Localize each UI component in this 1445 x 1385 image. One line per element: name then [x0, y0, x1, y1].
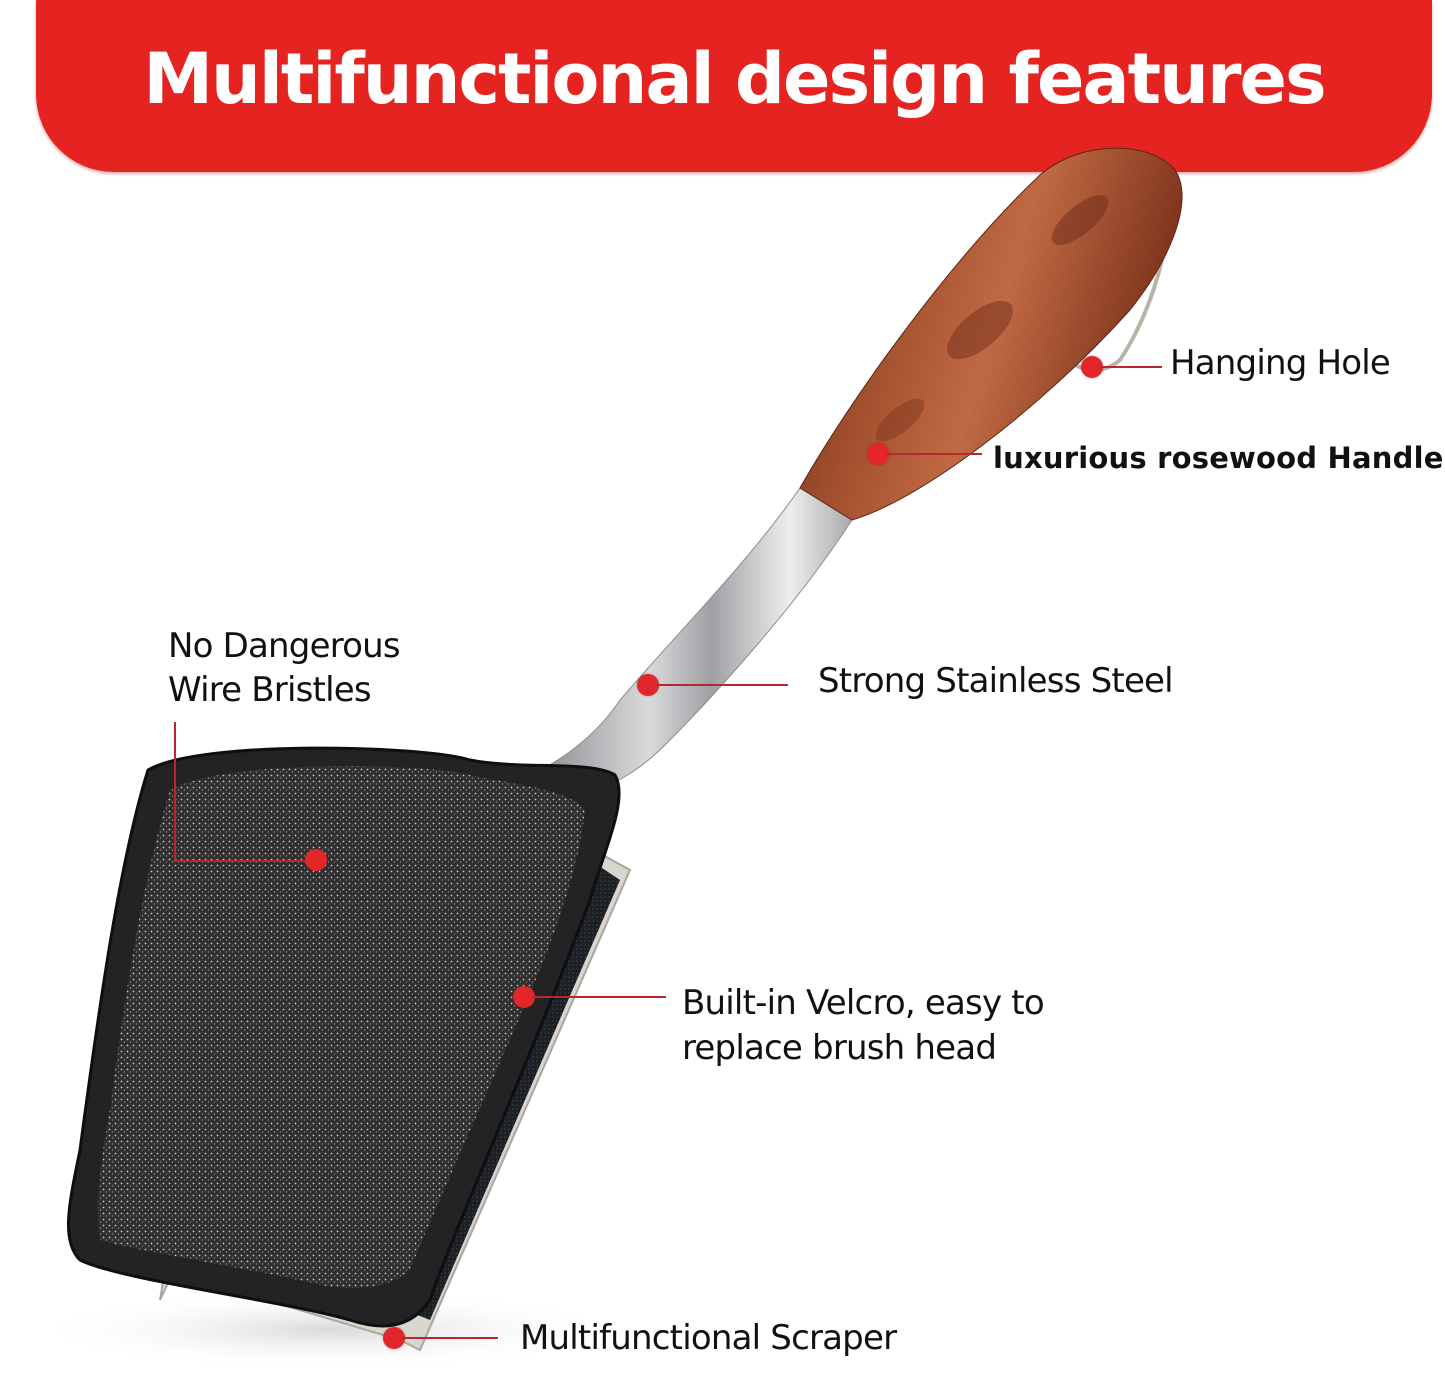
scraper-label: Multifunctional Scraper — [520, 1318, 897, 1358]
wire-bristles-leader-line-vertical — [174, 722, 176, 861]
wire-mesh-surface — [98, 765, 585, 1288]
stainless-steel-leader-line — [656, 684, 788, 686]
header-banner: Multifunctional design features — [36, 0, 1432, 172]
scraper-marker-dot — [383, 1327, 405, 1349]
floor-shadow — [30, 1290, 630, 1370]
rosewood-handle-leader-line — [886, 453, 982, 455]
hanging-hole-marker-dot — [1081, 356, 1103, 378]
wire-bristles-label-line1: No Dangerous — [168, 626, 401, 666]
stainless-steel-label: Strong Stainless Steel — [818, 661, 1174, 701]
scraper-leader-line — [402, 1337, 498, 1339]
rosewood-handle-label: luxurious rosewood Handle — [993, 441, 1444, 475]
banner-title: Multifunctional design features — [143, 38, 1326, 120]
wire-bristles-marker-dot — [305, 849, 327, 871]
rosewood-handle — [799, 147, 1183, 521]
stainless-steel-marker-dot — [637, 674, 659, 696]
velcro-label-line1: Built-in Velcro, easy to — [682, 983, 1045, 1023]
steel-shaft — [538, 487, 853, 791]
rosewood-handle-marker-dot — [867, 443, 889, 465]
hanging-hole-label: Hanging Hole — [1170, 343, 1391, 383]
velcro-label-line2: replace brush head — [682, 1028, 997, 1068]
wire-bristles-leader-line-horizontal — [174, 860, 310, 862]
velcro-leader-line — [532, 996, 666, 998]
wire-bristles-label-line2: Wire Bristles — [168, 670, 372, 710]
velcro-marker-dot — [513, 986, 535, 1008]
hanging-hole-leader-line — [1100, 366, 1162, 368]
